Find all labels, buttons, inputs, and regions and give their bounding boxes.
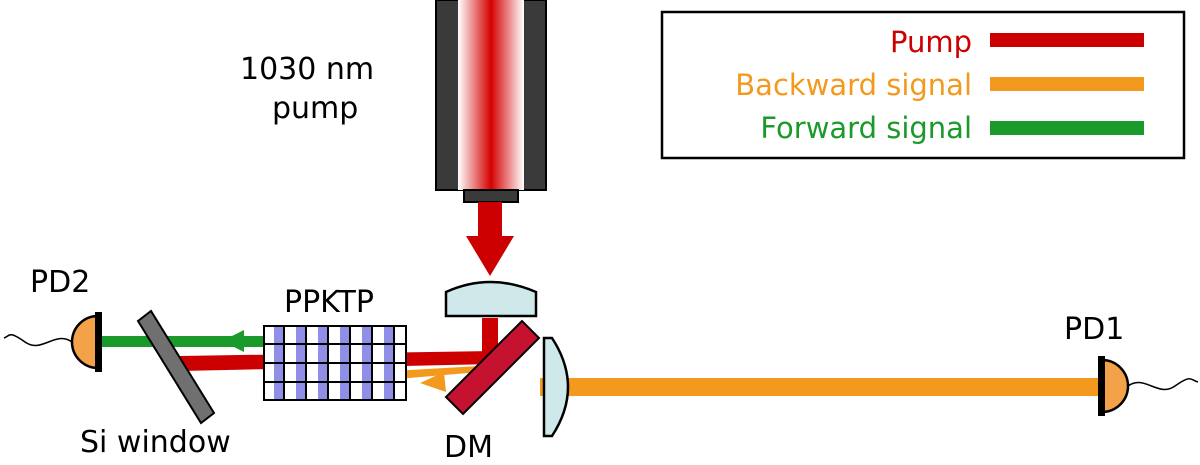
si-window	[136, 309, 216, 425]
pump-source-label-line1: 1030 nm	[240, 52, 374, 87]
legend-swatch-backward-signal	[990, 77, 1144, 91]
pump-beam-vertical	[466, 202, 514, 358]
ppktp-label: PPKTP	[284, 285, 374, 320]
pump-source-label-line2: pump	[272, 91, 358, 126]
legend-label-backward-signal: Backward signal	[735, 68, 972, 102]
pd1-label: PD1	[1064, 312, 1124, 347]
legend-label-pump: Pump	[890, 25, 972, 59]
si-window-label: Si window	[80, 425, 231, 460]
legend-swatch-pump	[990, 33, 1144, 47]
legend: Pump Backward signal Forward signal	[660, 10, 1186, 160]
pump-laser	[435, 0, 547, 203]
pd2-detector	[3, 312, 102, 372]
focusing-lens	[444, 280, 538, 318]
ppktp-crystal	[263, 325, 407, 401]
legend-swatch-forward-signal	[990, 121, 1144, 135]
collimating-lens	[542, 336, 570, 438]
dichroic-mirror	[444, 319, 541, 416]
pd1-detector	[1098, 356, 1199, 416]
legend-label-forward-signal: Forward signal	[760, 111, 972, 145]
pd2-label: PD2	[30, 265, 90, 300]
forward-signal-beam	[96, 330, 396, 352]
dm-label: DM	[444, 430, 493, 465]
